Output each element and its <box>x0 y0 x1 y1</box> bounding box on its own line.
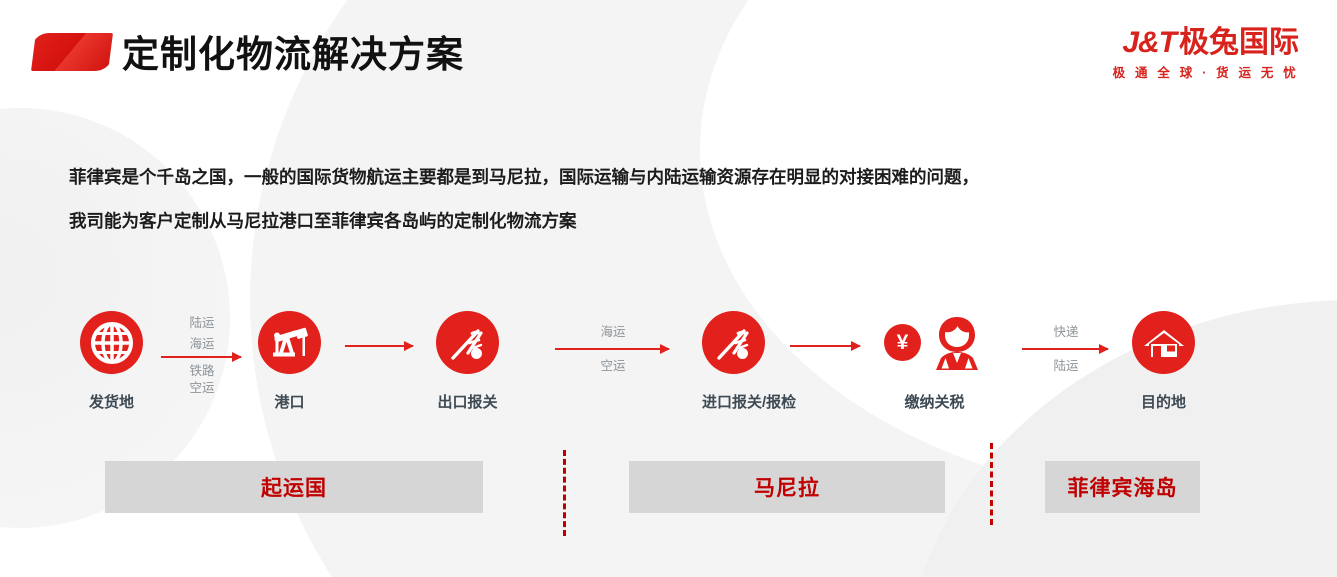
intro-paragraph: 菲律宾是个千岛之国，一般的国际货物航运主要都是到马尼拉，国际运输与内陆运输资源存… <box>69 155 1269 243</box>
band-manila[interactable]: 马尼拉 <box>629 461 945 513</box>
flow-arrow-5: 快递 陆运 <box>1022 324 1110 374</box>
brand-mark: J&T <box>1122 26 1177 59</box>
flow-node-import-declaration[interactable]: 进口报关/报检 <box>702 311 797 412</box>
flow-node-label: 出口报关 <box>437 394 498 411</box>
flow-arrow-2 <box>345 341 415 351</box>
logistics-flow-diagram: 发货地 陆运 海运 铁路 空运 港口 <box>0 295 1337 435</box>
intro-line-2: 我司能为客户定制从马尼拉港口至菲律宾各岛屿的定制化物流方案 <box>69 211 577 231</box>
divider-2 <box>990 443 993 525</box>
flow-arrow-1: 陆运 海运 铁路 空运 <box>161 315 243 396</box>
flow-arrow-3-line <box>555 344 670 354</box>
divider-1 <box>563 450 566 536</box>
flow-node-label: 缴纳关税 <box>904 394 965 411</box>
brand-name: 极兔国际 <box>1179 26 1299 59</box>
customs-tools-icon <box>436 311 499 374</box>
flow-arrow-3: 海运 空运 <box>555 324 671 374</box>
flow-node-label: 港口 <box>274 394 305 411</box>
yen-coin-icon: ¥ <box>884 324 921 361</box>
flow-arrow-1-label-bottom-a: 铁路 <box>189 364 215 378</box>
customs-tools-icon <box>702 311 765 374</box>
flow-node-label: 目的地 <box>1140 394 1186 411</box>
flow-arrow-1-line <box>161 352 242 362</box>
flow-arrow-3-label-bottom: 空运 <box>600 359 626 373</box>
home-icon <box>1132 311 1195 374</box>
band-label: 马尼拉 <box>754 477 820 500</box>
flow-arrow-5-label-top: 快递 <box>1053 325 1079 339</box>
flow-node-destination[interactable]: 目的地 <box>1132 311 1195 412</box>
flow-arrow-4-line <box>790 341 861 351</box>
flow-node-pay-duty[interactable]: ¥ 缴纳关税 <box>872 311 997 412</box>
flow-node-export-declaration[interactable]: 出口报关 <box>436 311 499 412</box>
brand-tagline: 极 通 全 球 · 货 运 无 忧 <box>1112 66 1299 80</box>
band-philippine-islands[interactable]: 菲律宾海岛 <box>1045 461 1200 513</box>
flow-node-label: 进口报关/报检 <box>702 394 797 411</box>
flow-node-origin[interactable]: 发货地 <box>80 311 143 412</box>
intro-line-1: 菲律宾是个千岛之国，一般的国际货物航运主要都是到马尼拉，国际运输与内陆运输资源存… <box>69 167 979 187</box>
flow-arrow-1-label-bottom-b: 空运 <box>189 381 215 395</box>
red-parallelogram-icon <box>31 33 113 71</box>
flow-arrow-3-label-top: 海运 <box>600 325 626 339</box>
customs-officer-icon <box>936 316 978 370</box>
band-label: 菲律宾海岛 <box>1067 477 1178 500</box>
page-title: 定制化物流解决方案 <box>122 34 464 75</box>
flow-node-port[interactable]: 港口 <box>258 311 321 412</box>
flow-arrow-2-line <box>345 341 414 351</box>
flow-arrow-5-line <box>1022 344 1109 354</box>
port-crane-icon <box>258 311 321 374</box>
flow-node-label: 发货地 <box>88 394 134 411</box>
band-label: 起运国 <box>261 477 327 500</box>
flow-arrow-5-label-bottom: 陆运 <box>1053 359 1079 373</box>
flow-arrow-4 <box>790 341 862 351</box>
globe-icon <box>80 311 143 374</box>
pay-duty-icon-group: ¥ <box>872 311 997 374</box>
band-origin-country[interactable]: 起运国 <box>105 461 483 513</box>
flow-arrow-1-label-top-a: 陆运 <box>189 316 215 330</box>
flow-arrow-1-label-top-b: 海运 <box>189 337 215 351</box>
